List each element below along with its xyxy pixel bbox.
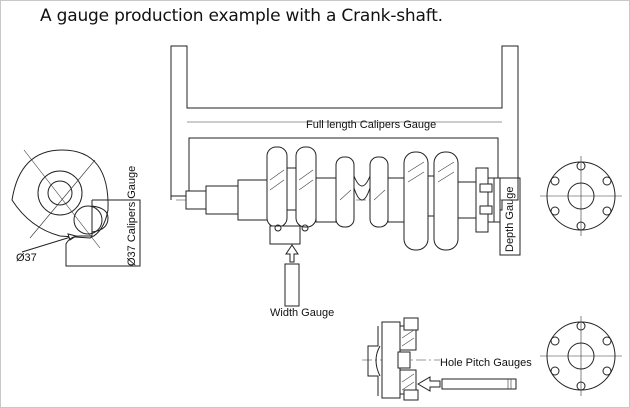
hole-pitch-label: Hole Pitch Gauges [440,357,532,369]
depth-gauge-label: Depth Gauge [504,187,516,252]
crankshaft-front-view [176,146,512,251]
hole-pitch-gauge-assembly [362,317,517,401]
dia37-calipers-gauge [65,199,141,267]
crank-side-view [11,149,109,253]
page-title: A gauge production example with a Crank-… [40,6,443,26]
full-length-gauge-label: Full length Calipers Gauge [306,119,436,131]
width-gauge-marks [269,224,309,245]
dia37-calipers-label: Ø37 Calipers Gauge [126,166,138,266]
flange-view-bottom [540,316,622,396]
depth-gauge [493,177,521,256]
width-gauge [284,244,300,307]
width-gauge-label: Width Gauge [270,307,334,319]
full-length-calipers-gauge [170,45,519,211]
flange-view-top [540,156,622,236]
dia37-label: Ø37 [16,252,37,264]
